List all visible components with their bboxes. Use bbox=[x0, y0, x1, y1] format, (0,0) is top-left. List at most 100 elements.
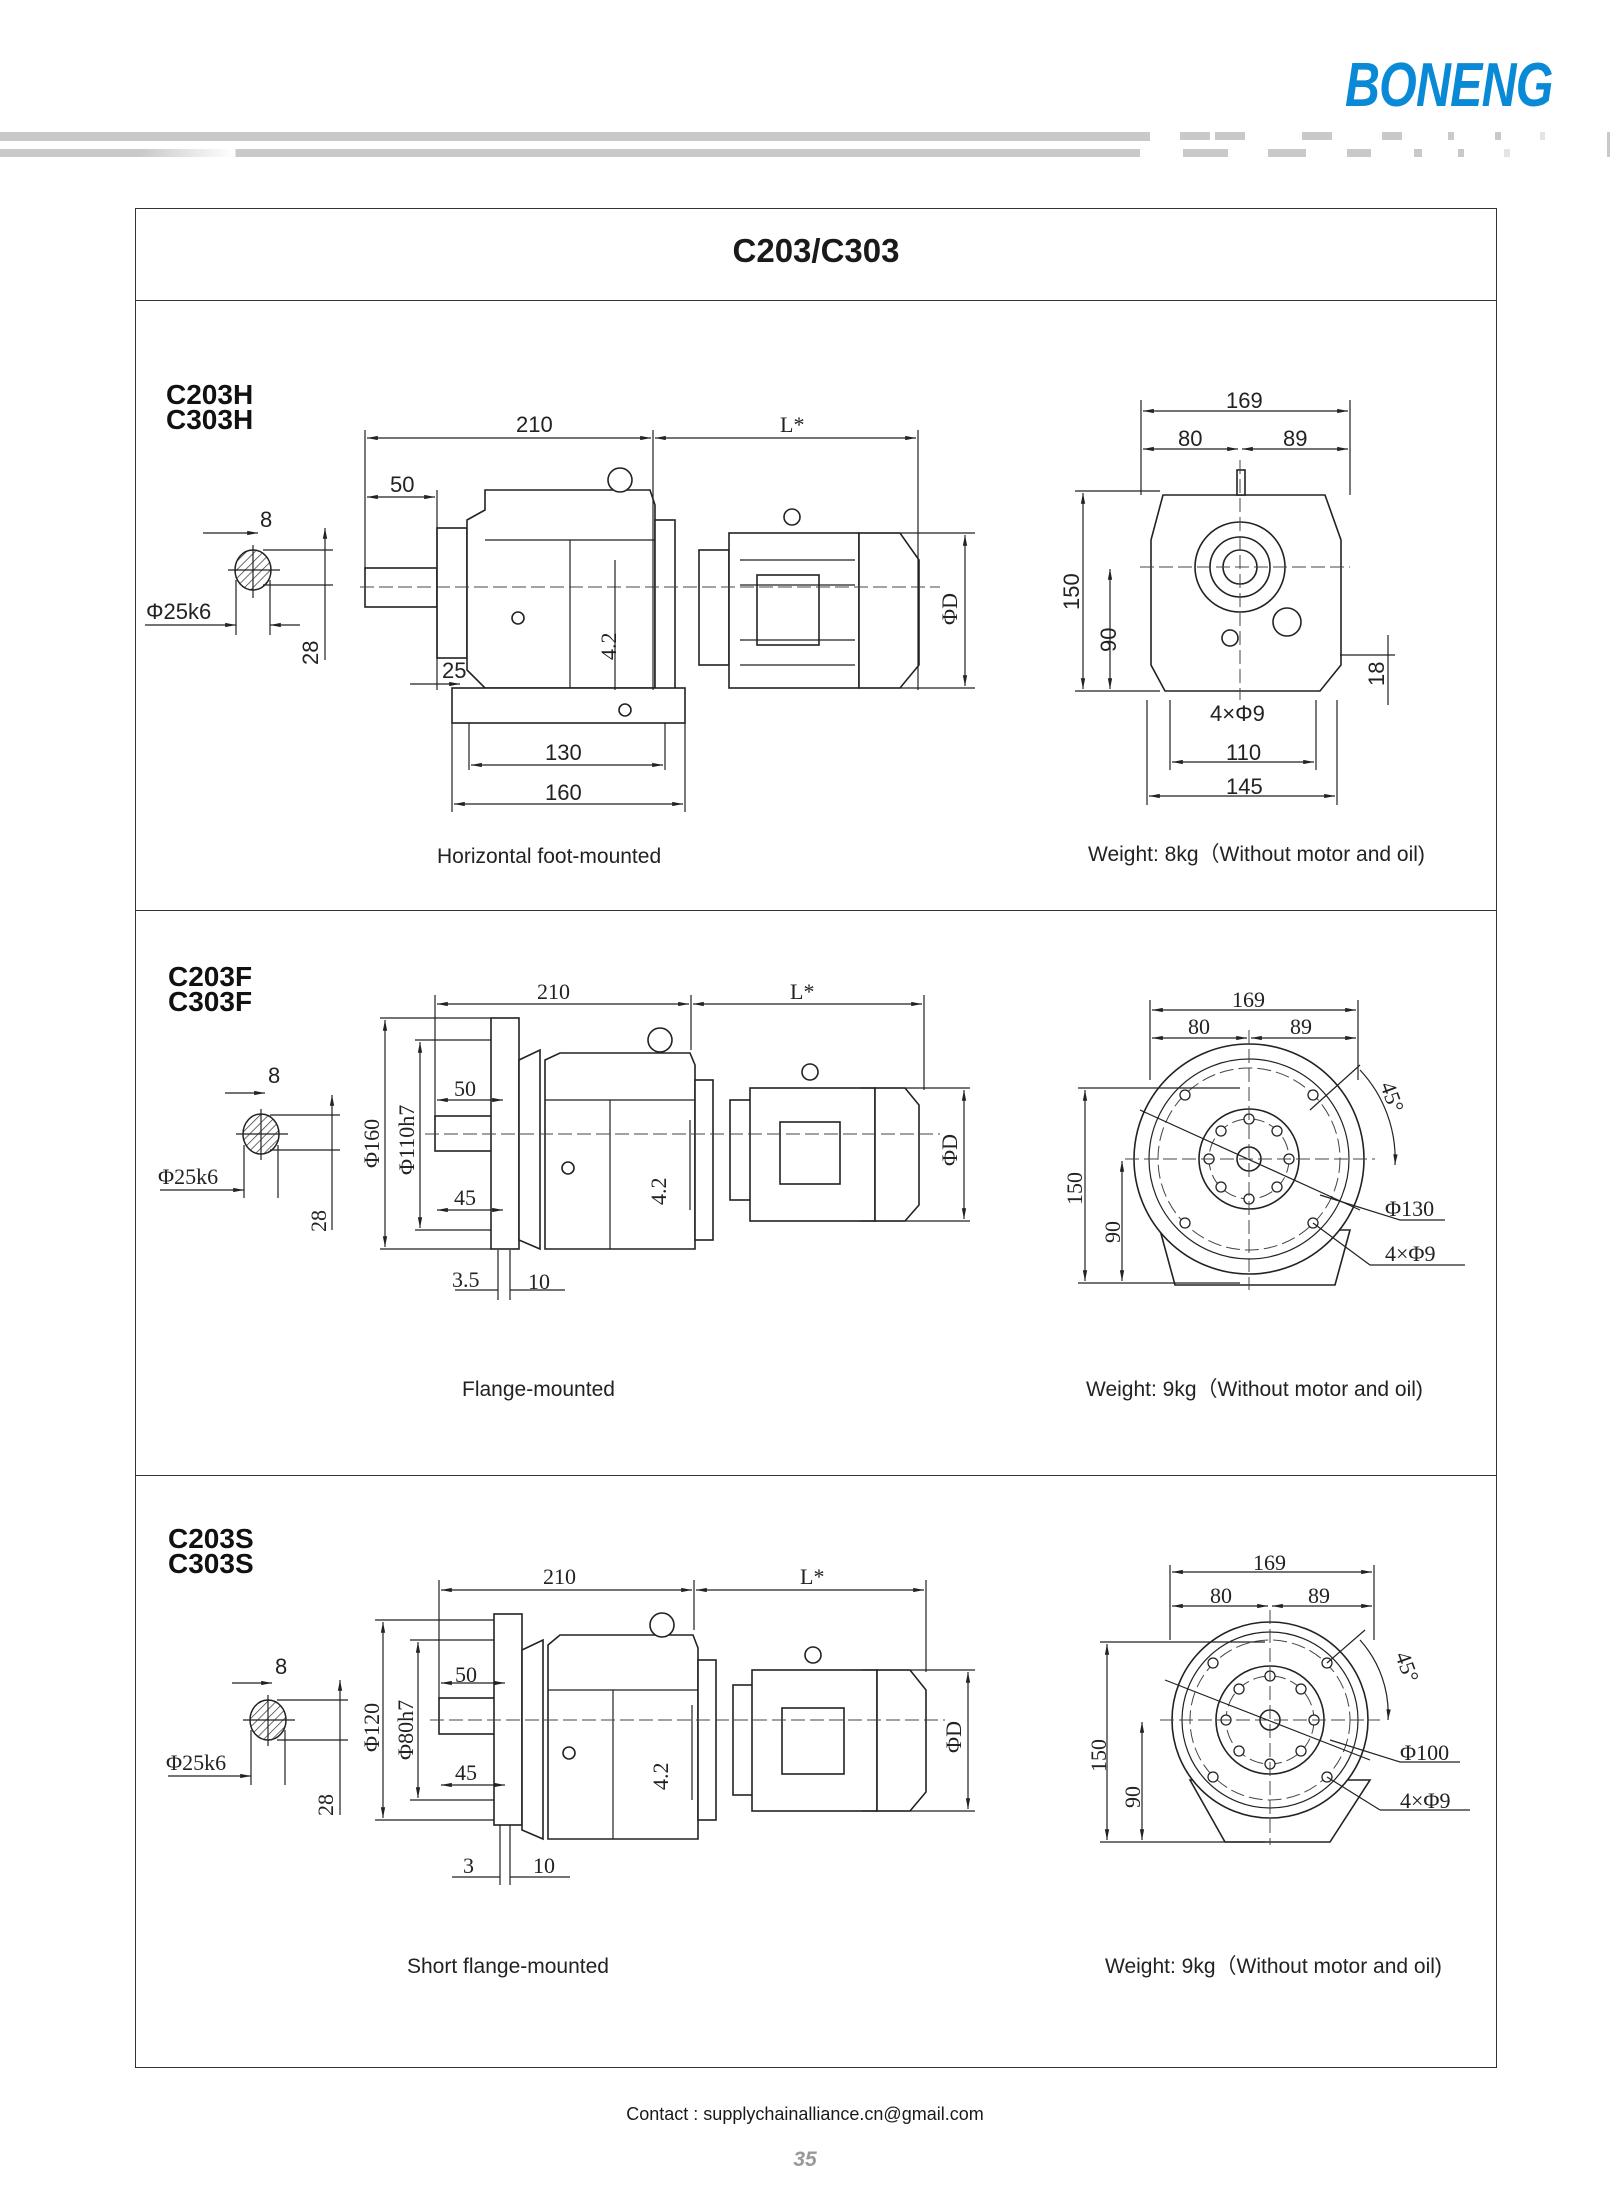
dim-motor-diameter: ΦD bbox=[937, 1134, 962, 1166]
dim-shaft-length-2: 45 bbox=[454, 1185, 476, 1210]
dim-foot-outer: 160 bbox=[545, 780, 582, 805]
model-label: C203S bbox=[168, 1523, 254, 1554]
dim-motor-length: L* bbox=[780, 412, 804, 437]
dim-height: 150 bbox=[1086, 1739, 1111, 1772]
dim-width: 169 bbox=[1232, 987, 1265, 1012]
spec-table bbox=[135, 208, 1497, 2068]
dim-height: 150 bbox=[1059, 573, 1084, 610]
dim-angle: 45° bbox=[1390, 1648, 1424, 1686]
dim-flange-thickness: 3 bbox=[463, 1853, 474, 1878]
divider bbox=[135, 300, 1497, 301]
header-dash bbox=[1183, 149, 1228, 157]
dim-flange-width: 10 bbox=[528, 1269, 550, 1294]
dim-shaft-height: 28 bbox=[298, 641, 323, 665]
dim-holes: 4×Φ9 bbox=[1210, 701, 1265, 726]
model-label: C303S bbox=[168, 1548, 254, 1579]
weight-note: Weight: 9kg（Without motor and oil) bbox=[1086, 1378, 1423, 1401]
front-view-drawing bbox=[1075, 400, 1395, 805]
dim-total-length: 210 bbox=[543, 1564, 576, 1589]
dim-center-height: 90 bbox=[1096, 628, 1121, 652]
dim-right: 89 bbox=[1283, 426, 1307, 451]
header-dash bbox=[1495, 132, 1501, 140]
brand-logo: BONENG bbox=[1345, 51, 1553, 120]
weight-note: Weight: 9kg（Without motor and oil) bbox=[1105, 1955, 1442, 1978]
dim-left: 80 bbox=[1210, 1583, 1232, 1608]
dim-flange-thickness: 3.5 bbox=[452, 1267, 480, 1292]
page-number: 35 bbox=[793, 2148, 817, 2171]
header-dash bbox=[1347, 149, 1371, 157]
dim-flange-diameter: Φ160 bbox=[359, 1119, 384, 1168]
header-dash bbox=[1448, 132, 1454, 140]
dim-right: 89 bbox=[1290, 1014, 1312, 1039]
dim-spigot-diameter: Φ110h7 bbox=[394, 1105, 419, 1175]
dim-pcd: Φ130 bbox=[1385, 1196, 1434, 1221]
dim-spigot-diameter: Φ80h7 bbox=[393, 1700, 418, 1760]
dim-center-height: 90 bbox=[1100, 1221, 1125, 1243]
header-dash bbox=[1540, 132, 1545, 140]
header-dash bbox=[1268, 149, 1306, 157]
dim-hole-span: 110 bbox=[1226, 740, 1261, 765]
dim-center-height: 90 bbox=[1120, 1786, 1145, 1808]
dim-flange-width: 10 bbox=[533, 1853, 555, 1878]
side-view-drawing bbox=[360, 430, 975, 812]
header-dash bbox=[1607, 132, 1610, 157]
model-label: C203F bbox=[168, 961, 252, 992]
dim-center-offset: 4.2 bbox=[596, 633, 621, 661]
dim-width: 169 bbox=[1226, 388, 1263, 413]
dim-holes: 4×Φ9 bbox=[1385, 1241, 1436, 1266]
dim-motor-diameter: ΦD bbox=[941, 1721, 966, 1753]
header-dash bbox=[1382, 132, 1402, 140]
model-label: C303F bbox=[168, 986, 252, 1017]
dim-center-offset: 4.2 bbox=[646, 1178, 671, 1206]
header-dash bbox=[1180, 132, 1210, 140]
weight-note: Weight: 8kg（Without motor and oil) bbox=[1088, 843, 1425, 866]
divider bbox=[135, 1475, 1497, 1476]
shaft-section-drawing bbox=[145, 528, 333, 660]
side-view-drawing bbox=[380, 995, 970, 1300]
section-short-flange-mounted: C203S C303S 8 Φ25k6 28 bbox=[166, 1523, 1470, 1978]
caption: Short flange-mounted bbox=[407, 1955, 609, 1978]
header-dash bbox=[1302, 132, 1332, 140]
header-dash bbox=[1414, 149, 1422, 157]
dim-height: 150 bbox=[1062, 1172, 1087, 1205]
shaft-section-drawing bbox=[168, 1680, 348, 1815]
header-dash bbox=[1458, 149, 1464, 157]
dim-left: 80 bbox=[1178, 426, 1202, 451]
dim-shaft-length: 50 bbox=[455, 1662, 477, 1687]
dim-shaft-diameter: Φ25k6 bbox=[158, 1164, 218, 1189]
dim-key-width: 8 bbox=[275, 1654, 287, 1679]
dim-center-offset: 4.2 bbox=[648, 1763, 673, 1791]
side-view-drawing bbox=[375, 1580, 975, 1885]
dim-key-width: 8 bbox=[260, 507, 272, 532]
dim-left: 80 bbox=[1188, 1014, 1210, 1039]
dim-angle: 45° bbox=[1375, 1078, 1409, 1116]
shaft-section-drawing bbox=[160, 1090, 340, 1230]
section-foot-mounted: C203H C303H 8 Φ25k6 28 bbox=[145, 379, 1425, 868]
section-flange-mounted: C203F C303F 8 Φ25k6 28 bbox=[158, 961, 1465, 1401]
dim-key-width: 8 bbox=[268, 1063, 280, 1088]
caption: Flange-mounted bbox=[462, 1378, 615, 1401]
dim-shaft-diameter: Φ25k6 bbox=[146, 599, 211, 624]
header-band bbox=[0, 132, 1150, 141]
dim-shaft-length: 50 bbox=[454, 1076, 476, 1101]
dim-motor-diameter: ΦD bbox=[937, 593, 962, 625]
dim-pcd: Φ100 bbox=[1400, 1740, 1449, 1765]
dim-shaft-height: 28 bbox=[313, 1794, 338, 1816]
dim-offset: 25 bbox=[442, 658, 466, 683]
model-label: C203H bbox=[166, 379, 253, 410]
dim-shaft-length: 50 bbox=[390, 472, 414, 497]
dim-flange-diameter: Φ120 bbox=[359, 1703, 384, 1752]
contact-info: Contact : supplychainalliance.cn@gmail.c… bbox=[626, 2104, 984, 2124]
dim-width: 169 bbox=[1253, 1550, 1286, 1575]
dim-total-length: 210 bbox=[516, 412, 553, 437]
dim-shaft-length-2: 45 bbox=[455, 1760, 477, 1785]
divider bbox=[135, 910, 1497, 911]
header-band-lower bbox=[0, 149, 1140, 157]
dim-right: 89 bbox=[1308, 1583, 1330, 1608]
front-view-drawing bbox=[1078, 1000, 1465, 1290]
dim-total-length: 210 bbox=[537, 979, 570, 1004]
dim-shaft-diameter: Φ25k6 bbox=[166, 1750, 226, 1775]
caption: Horizontal foot-mounted bbox=[437, 845, 661, 868]
model-label: C303H bbox=[166, 404, 253, 435]
